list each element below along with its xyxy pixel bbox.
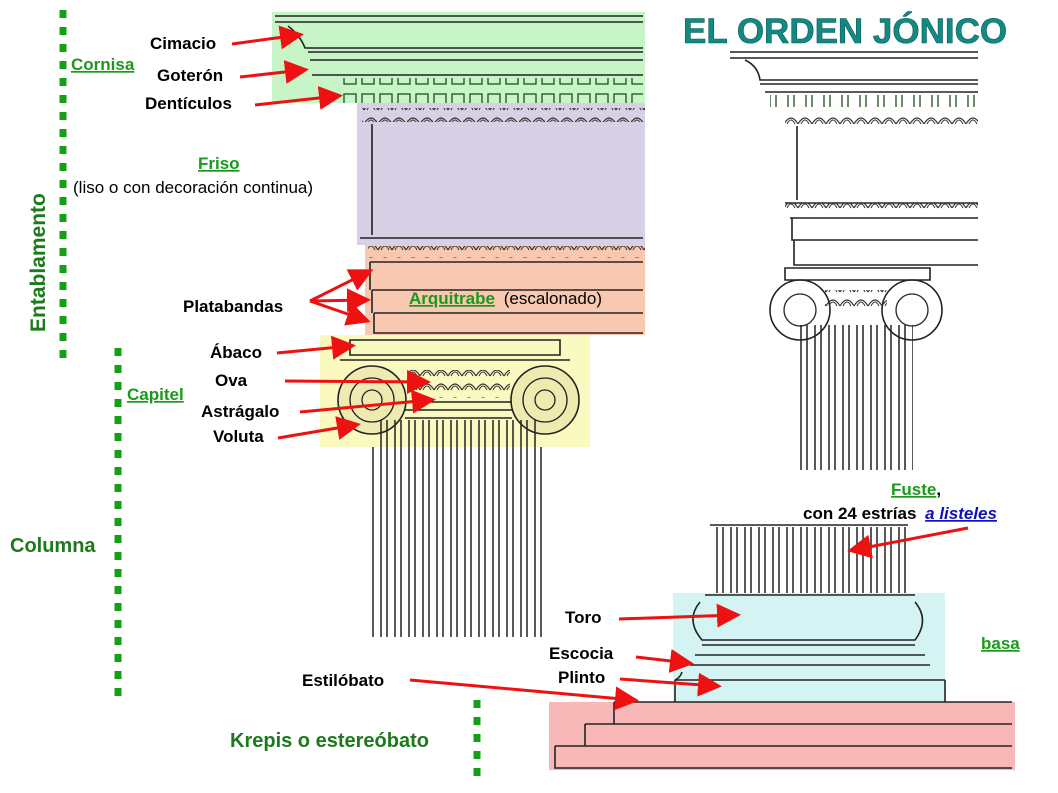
- arrow-estrias: [847, 526, 969, 559]
- label-abaco: Ábaco: [210, 343, 262, 362]
- a-listeles-link[interactable]: a listeles: [925, 504, 997, 523]
- arrow-astragalo: [299, 389, 436, 414]
- arrow-toro: [618, 603, 741, 628]
- arquitrabe-region: [365, 245, 645, 335]
- fuste-comma: ,: [936, 480, 941, 499]
- label-ova: Ova: [215, 371, 248, 390]
- label-goteron: Goterón: [157, 66, 223, 85]
- basa-drawing: [673, 524, 946, 702]
- section-label-krepis: Krepis o estereóbato: [230, 730, 429, 752]
- label-plinto: Plinto: [558, 668, 605, 687]
- arrow-denticulos: [254, 86, 343, 110]
- part-label-basa: basa: [981, 634, 1020, 653]
- label-astragalo: Astrágalo: [201, 402, 279, 421]
- label-voluta: Voluta: [213, 427, 264, 446]
- part-label-cornisa: Cornisa: [71, 55, 135, 74]
- fuste-left: [370, 447, 545, 637]
- part-label-fuste: Fuste: [891, 480, 936, 499]
- arrow-goteron: [239, 60, 309, 84]
- fuste-line: Fuste,: [891, 480, 941, 499]
- arquitrabe-line: Arquitrabe (escalonado): [409, 289, 602, 308]
- label-estilobato: Estilóbato: [302, 671, 384, 690]
- part-label-arquitrabe: Arquitrabe: [409, 289, 495, 308]
- friso-region: [357, 103, 645, 245]
- right-entablature-drawing: [730, 51, 978, 470]
- label-denticulos: Dentículos: [145, 94, 232, 113]
- arrow-platabanda-3: [309, 299, 371, 326]
- label-toro: Toro: [565, 608, 602, 627]
- fuste-note-line: con 24 estrías a listeles: [803, 504, 997, 523]
- page-title: EL ORDEN JÓNICO: [683, 11, 1007, 51]
- part-label-capitel: Capitel: [127, 385, 184, 404]
- capitel-region: [320, 335, 590, 447]
- fuste-note: con 24 estrías: [803, 504, 916, 523]
- label-escocia: Escocia: [549, 644, 614, 663]
- arrow-cimacio: [231, 25, 304, 50]
- friso-note: (liso o con decoración continua): [73, 178, 313, 197]
- label-platabandas: Platabandas: [183, 297, 283, 316]
- arrow-estilobato: [409, 678, 639, 711]
- arrow-ova: [284, 369, 431, 394]
- cornisa-region: [272, 12, 645, 103]
- arrow-platabanda-1: [309, 269, 374, 303]
- arrow-voluta: [277, 416, 361, 440]
- arrow-platabanda-2: [309, 288, 371, 313]
- arrow-escocia: [635, 649, 694, 673]
- arrow-plinto: [619, 672, 722, 697]
- section-label-entablamento: Entablamento: [27, 193, 50, 332]
- pointer-arrows: [231, 25, 969, 711]
- arrow-abaco: [276, 335, 356, 360]
- label-cimacio: Cimacio: [150, 34, 216, 53]
- part-label-friso: Friso: [198, 154, 240, 173]
- section-label-columna: Columna: [10, 535, 96, 557]
- arquitrabe-note: (escalonado): [504, 289, 602, 308]
- krepis-drawing: [549, 701, 1015, 770]
